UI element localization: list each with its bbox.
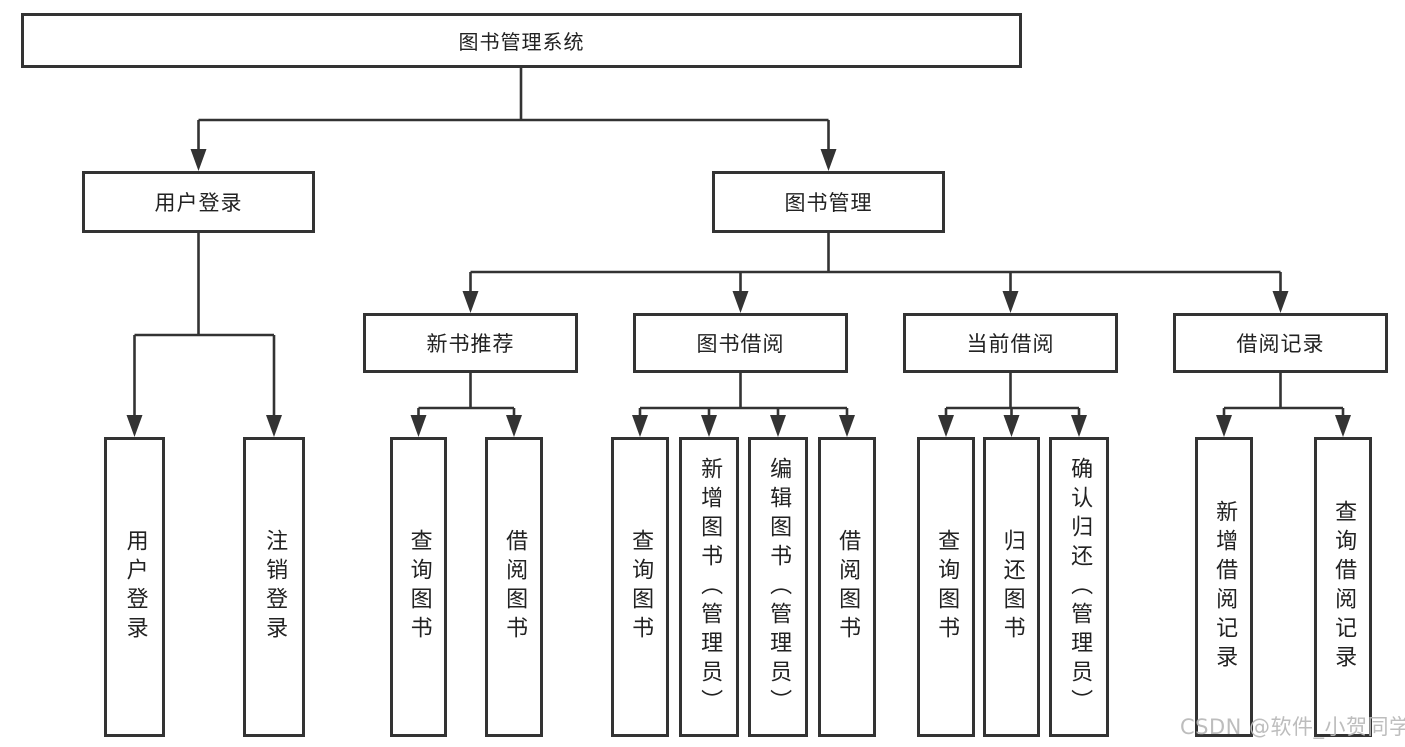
leaf-return-books: 归还图书: [983, 437, 1040, 737]
leaf-add-borrow-record: 新增借阅记录: [1195, 437, 1253, 737]
leaf-recommend-query-books-label: 查询图书: [406, 529, 432, 645]
leaf-add-borrow-record-label: 新增借阅记录: [1212, 500, 1238, 674]
node-root-label: 图书管理系统: [458, 30, 585, 54]
node-book-management-label: 图书管理: [784, 191, 873, 215]
leaf-user-login: 用户登录: [104, 437, 165, 737]
node-book-borrow-label: 图书借阅: [696, 332, 785, 356]
leaf-current-query-books-label: 查询图书: [934, 529, 960, 645]
leaf-current-query-books: 查询图书: [917, 437, 975, 737]
leaf-logout-label: 注销登录: [262, 529, 288, 645]
node-borrow-records-label: 借阅记录: [1236, 332, 1325, 356]
node-book-management: 图书管理: [712, 171, 945, 233]
leaf-add-books-admin-label: 新增图书（管理员）: [697, 456, 723, 718]
leaf-borrow-books-label: 借阅图书: [835, 529, 861, 645]
node-book-borrow: 图书借阅: [633, 313, 848, 373]
node-user-login-label: 用户登录: [154, 191, 243, 215]
leaf-query-borrow-record-label: 查询借阅记录: [1331, 500, 1357, 674]
leaf-query-borrow-record: 查询借阅记录: [1314, 437, 1372, 737]
leaf-confirm-return-admin-label: 确认归还（管理员）: [1067, 456, 1093, 718]
leaf-return-books-label: 归还图书: [999, 529, 1025, 645]
node-current-borrow-label: 当前借阅: [966, 332, 1055, 356]
node-new-book-recommend: 新书推荐: [363, 313, 578, 373]
node-borrow-records: 借阅记录: [1173, 313, 1388, 373]
node-root-system: 图书管理系统: [21, 13, 1022, 68]
leaf-borrow-query-books-label: 查询图书: [628, 529, 654, 645]
watermark: CSDN @软件_小贺同学: [1180, 715, 1405, 739]
leaf-recommend-borrow-books: 借阅图书: [485, 437, 543, 737]
node-user-login: 用户登录: [82, 171, 315, 233]
leaf-edit-books-admin-label: 编辑图书（管理员）: [766, 456, 792, 718]
leaf-recommend-borrow-books-label: 借阅图书: [502, 529, 528, 645]
leaf-add-books-admin: 新增图书（管理员）: [679, 437, 739, 737]
leaf-edit-books-admin: 编辑图书（管理员）: [748, 437, 808, 737]
leaf-recommend-query-books: 查询图书: [390, 437, 447, 737]
leaf-borrow-books: 借阅图书: [818, 437, 876, 737]
node-current-borrow: 当前借阅: [903, 313, 1118, 373]
node-new-book-recommend-label: 新书推荐: [426, 332, 515, 356]
leaf-borrow-query-books: 查询图书: [611, 437, 669, 737]
leaf-confirm-return-admin: 确认归还（管理员）: [1049, 437, 1109, 737]
leaf-logout: 注销登录: [243, 437, 305, 737]
leaf-user-login-label: 用户登录: [122, 529, 148, 645]
